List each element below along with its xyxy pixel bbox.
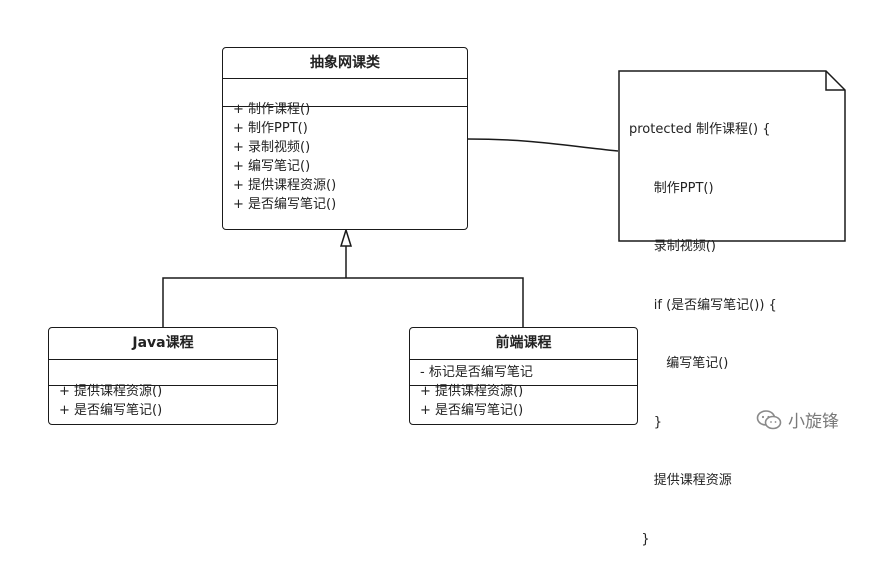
- note-line: 制作PPT(): [629, 180, 714, 196]
- watermark-text: 小旋锋: [788, 412, 839, 432]
- attribute-compartment: - 标记是否编写笔记: [410, 360, 637, 386]
- connector-layer: [162, 138, 619, 327]
- note-line: 提供课程资源: [629, 473, 732, 488]
- note-line: }: [629, 531, 650, 547]
- attribute-compartment: [49, 360, 277, 386]
- uml-note[interactable]: protected 制作课程() { 制作PPT() 录制视频() if (是否…: [618, 70, 846, 547]
- operation-item: + 制作PPT(): [233, 121, 308, 136]
- operation-item: + 编写笔记(): [233, 159, 311, 174]
- operation-item: + 提供课程资源(): [420, 384, 524, 399]
- note-line: protected 制作课程() {: [629, 122, 771, 137]
- operation-item: + 是否编写笔记(): [59, 403, 163, 418]
- note-line: 编写笔记(): [629, 356, 729, 371]
- attribute-compartment: [223, 79, 467, 107]
- class-name: Java课程: [49, 328, 277, 360]
- generalization-edge-frontend: [346, 277, 524, 327]
- operation-compartment: + 提供课程资源() + 是否编写笔记(): [410, 382, 637, 420]
- operation-item: + 录制视频(): [233, 140, 311, 155]
- operation-item: + 提供课程资源(): [233, 178, 337, 193]
- operation-item: + 提供课程资源(): [59, 384, 163, 399]
- operation-compartment: + 制作课程() + 制作PPT() + 录制视频() + 编写笔记() + 提…: [223, 100, 467, 214]
- operation-item: + 是否编写笔记(): [233, 197, 337, 212]
- class-frontend-course[interactable]: 前端课程 - 标记是否编写笔记 + 提供课程资源() + 是否编写笔记(): [409, 327, 638, 425]
- generalization-arrowhead: [339, 227, 353, 247]
- note-line: if (是否编写笔记()) {: [629, 297, 777, 313]
- wechat-icon: [756, 409, 782, 429]
- note-body: protected 制作课程() { 制作PPT() 录制视频() if (是否…: [629, 81, 777, 588]
- class-abstract-course[interactable]: 抽象网课类 + 制作课程() + 制作PPT() + 录制视频() + 编写笔记…: [222, 47, 468, 230]
- class-java-course[interactable]: Java课程 + 提供课程资源() + 是否编写笔记(): [48, 327, 278, 425]
- generalization-edge-java: [162, 277, 346, 327]
- operation-item: + 制作课程(): [233, 102, 311, 117]
- note-line: }: [629, 414, 663, 430]
- operation-compartment: + 提供课程资源() + 是否编写笔记(): [49, 382, 277, 420]
- note-link-edge: [466, 138, 619, 152]
- watermark: 小旋锋: [756, 407, 839, 432]
- attribute-item: - 标记是否编写笔记: [420, 365, 533, 380]
- operation-item: + 是否编写笔记(): [420, 403, 524, 418]
- note-line: 录制视频(): [629, 239, 716, 254]
- class-name: 前端课程: [410, 328, 637, 360]
- class-name: 抽象网课类: [223, 48, 467, 79]
- note-shape: [618, 70, 846, 242]
